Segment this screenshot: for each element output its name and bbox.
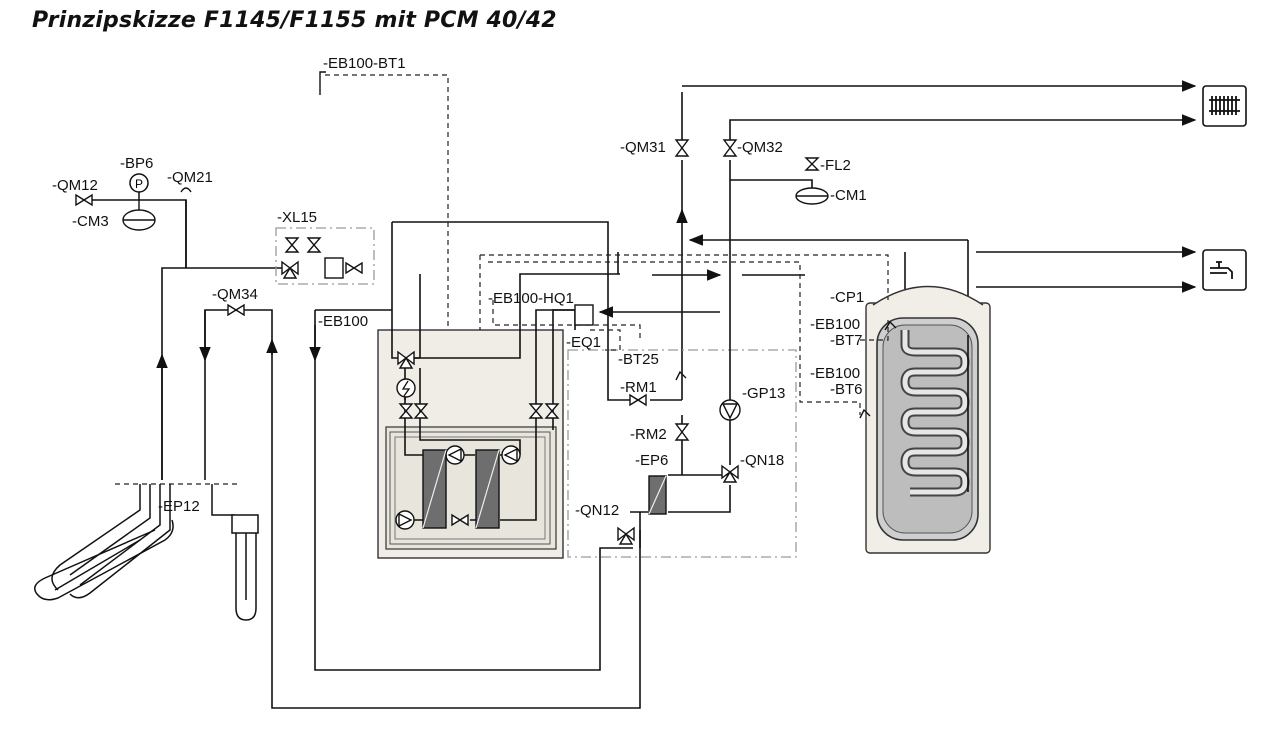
label-eb100-bt7-a: -EB100 bbox=[810, 316, 860, 333]
label-qm32: -QM32 bbox=[737, 139, 783, 156]
label-gp13: -GP13 bbox=[742, 385, 785, 402]
label-bp6: -BP6 bbox=[120, 155, 153, 172]
label-eb100-hq1: -EB100-HQ1 bbox=[488, 290, 574, 307]
vent-icon bbox=[180, 187, 192, 193]
label-ep6: -EP6 bbox=[635, 452, 668, 469]
label-qn18: -QN18 bbox=[740, 452, 784, 469]
pump-icon bbox=[395, 399, 741, 530]
heat-exchanger-icon bbox=[422, 449, 667, 529]
expansion-vessel-icon bbox=[122, 187, 829, 231]
label-cm3: -CM3 bbox=[72, 213, 109, 230]
label-fl2: -FL2 bbox=[820, 157, 851, 174]
label-bt6: -BT6 bbox=[830, 381, 863, 398]
pressure-symbol: P bbox=[135, 177, 143, 191]
label-ep12: -EP12 bbox=[158, 498, 200, 515]
label-qm21: -QM21 bbox=[167, 169, 213, 186]
label-eb100-left: -EB100 bbox=[318, 313, 368, 330]
hot-water-pipes bbox=[690, 240, 1197, 335]
heating-supply-pipes bbox=[681, 80, 1195, 400]
sensor-icon bbox=[319, 71, 897, 419]
label-qn12: -QN12 bbox=[575, 502, 619, 519]
three-way-valve-icon bbox=[281, 260, 739, 545]
electric-heater-icon bbox=[396, 378, 416, 398]
label-cm1: -CM1 bbox=[830, 187, 867, 204]
label-eq1: -EQ1 bbox=[566, 334, 601, 351]
eq1-box bbox=[567, 349, 797, 558]
label-eb100-bt6-a: -EB100 bbox=[810, 365, 860, 382]
valve-icon bbox=[75, 139, 820, 527]
radiator-icon bbox=[1202, 85, 1247, 127]
label-rm1: -RM1 bbox=[620, 379, 657, 396]
filter-icon bbox=[324, 257, 344, 279]
label-qm31: -QM31 bbox=[620, 139, 666, 156]
borehole-icon bbox=[211, 484, 259, 621]
page-title: Prinzipskizze F1145/F1155 mit PCM 40/42 bbox=[32, 8, 557, 33]
label-qm12: -QM12 bbox=[52, 177, 98, 194]
water-heater-tank-icon bbox=[865, 285, 991, 554]
label-eb100-bt1: -EB100-BT1 bbox=[323, 55, 406, 72]
heat-pump-unit bbox=[377, 329, 564, 559]
tap-icon bbox=[1202, 249, 1247, 291]
filter-icon bbox=[574, 304, 594, 326]
label-xl15: -XL15 bbox=[277, 209, 317, 226]
label-bt7: -BT7 bbox=[830, 332, 863, 349]
label-rm2: -RM2 bbox=[630, 426, 667, 443]
xl15-box bbox=[275, 227, 375, 285]
central-flow-lines bbox=[598, 208, 805, 400]
label-qm34: -QM34 bbox=[212, 286, 258, 303]
sensor-lines bbox=[325, 74, 889, 415]
ground-collector-icon bbox=[34, 484, 174, 601]
component-labels: -EB100-BT1 -BP6 -QM12 -QM21 -CM3 -XL15 -… bbox=[52, 55, 867, 519]
label-cp1: -CP1 bbox=[830, 289, 864, 306]
label-bt25: -BT25 bbox=[618, 351, 659, 368]
pressure-gauge-icon: P bbox=[129, 173, 149, 200]
